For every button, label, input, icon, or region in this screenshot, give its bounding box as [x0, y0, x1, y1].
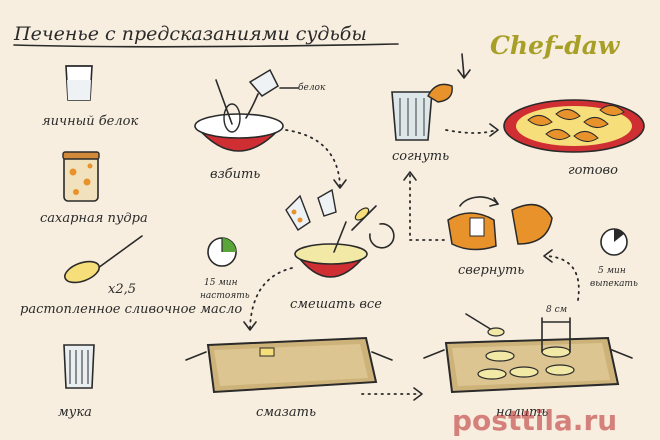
bend-glass-icon: [391, 53, 471, 141]
cookie-fold-icon: [447, 196, 553, 251]
timer-duration: 15 мин: [204, 278, 238, 288]
step-annotation: белок: [298, 82, 326, 93]
ingredient-label: мука: [58, 405, 92, 420]
timer-15min-icon: [207, 237, 237, 267]
arrow-bend-to-done: [445, 129, 497, 134]
baking-tray-grease-icon: [185, 336, 393, 394]
baking-tray-pour-icon: [423, 313, 633, 394]
mixing-bowl-icon: [285, 188, 395, 278]
arrow-pour-to-roll: [545, 255, 580, 301]
arrow-whisk-to-mix: [285, 129, 341, 187]
brand-logo: Chef-daw: [490, 31, 621, 60]
step-label: настоять: [200, 291, 250, 301]
finished-cookies-plate-icon: [503, 99, 645, 153]
step-label: выпекать: [590, 279, 638, 289]
arrow-head: [243, 321, 257, 331]
step-label: согнуть: [392, 149, 449, 164]
step-label: налить: [496, 405, 548, 420]
step-label: смазать: [256, 405, 316, 420]
flow-arrows: [243, 123, 580, 401]
timer-duration: 5 мин: [598, 266, 626, 276]
butter-spoon-icon: [64, 235, 143, 284]
watermark: posttila.ru: [452, 404, 617, 437]
sugar-jar-icon: [62, 151, 100, 202]
whisk-bowl-icon: [194, 68, 284, 152]
arrow-head: [333, 179, 347, 189]
ingredient-label: растопленное сливочное масло: [20, 302, 242, 317]
title-underline: [13, 43, 399, 48]
flour-glass-icon: [63, 344, 95, 389]
step-label: взбить: [210, 167, 260, 182]
arrow-head: [543, 249, 553, 263]
ingredient-quantity: x2,5: [108, 282, 136, 297]
arrow-head: [489, 123, 499, 137]
arrow-head: [413, 387, 423, 401]
milk-glass-icon: [65, 65, 93, 101]
timer-5min-icon: [600, 228, 628, 256]
arrow-head: [403, 171, 417, 181]
step-label: смешать все: [290, 297, 382, 312]
ingredient-label: сахарная пудра: [40, 211, 148, 226]
arrow-mix-to-grease: [249, 267, 293, 329]
ingredient-label: яичный белок: [42, 114, 138, 129]
arrow-roll-to-bend: [409, 173, 445, 241]
circle-size-annotation: 8 см: [546, 305, 567, 315]
step-label: свернуть: [458, 263, 524, 278]
step-label: готово: [568, 163, 618, 178]
page-title: Печенье с предсказаниями судьбы: [13, 23, 367, 45]
